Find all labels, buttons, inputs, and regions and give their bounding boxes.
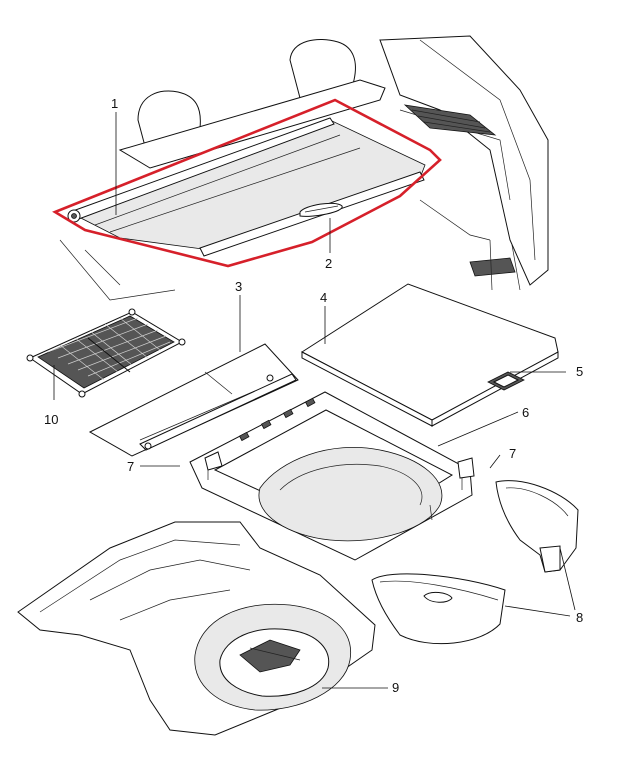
callout-2: 2 bbox=[325, 256, 332, 271]
callout-4: 4 bbox=[320, 290, 327, 305]
callout-7-left: 7 bbox=[127, 459, 134, 474]
callout-7-right: 7 bbox=[509, 446, 516, 461]
callout-1: 1 bbox=[111, 96, 118, 111]
part-3-cargo-mat bbox=[88, 343, 299, 457]
callout-10: 10 bbox=[44, 412, 58, 427]
part-10-cargo-net bbox=[26, 308, 186, 398]
vehicle-cargo-area bbox=[59, 35, 549, 301]
callout-9: 9 bbox=[392, 680, 399, 695]
part-6-cargo-frame bbox=[189, 391, 475, 561]
part-8-storage-bins bbox=[371, 480, 579, 645]
part-4-load-floor bbox=[301, 283, 559, 427]
callout-3: 3 bbox=[235, 279, 242, 294]
leader-lines bbox=[53, 112, 576, 689]
part-9-floor-pan bbox=[17, 521, 376, 736]
callout-5: 5 bbox=[576, 364, 583, 379]
callout-8: 8 bbox=[576, 610, 583, 625]
highlight-outline bbox=[52, 98, 442, 268]
callout-6: 6 bbox=[522, 405, 529, 420]
callout-labels: 1 2 3 4 5 6 7 7 8 9 10 bbox=[44, 96, 583, 695]
